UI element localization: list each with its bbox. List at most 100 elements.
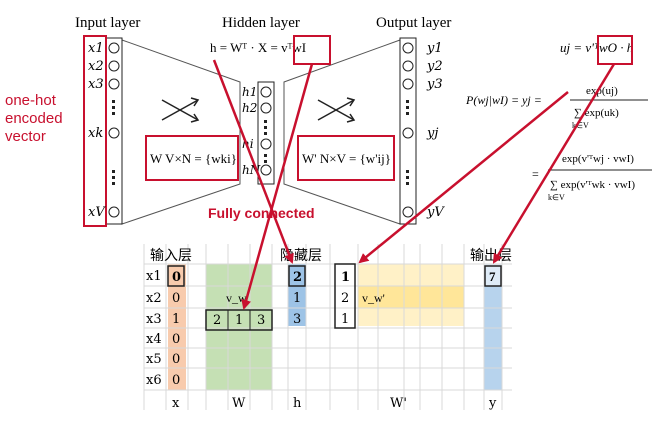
- row-label: x3: [146, 312, 162, 327]
- side-label-line2: encoded: [5, 110, 63, 127]
- ellipsis-dot: [264, 126, 267, 129]
- row-label: x1: [146, 269, 162, 284]
- wprime-col-box: [334, 263, 356, 329]
- ellipsis-dot: [112, 100, 115, 103]
- row-label: x5: [146, 352, 162, 367]
- hidden-label: h2: [242, 101, 257, 115]
- output-node-labels: y1 y2 y3 yj yV: [426, 41, 445, 220]
- p-sub1: k∈V: [572, 121, 589, 130]
- wprime-value: 2: [341, 291, 349, 306]
- input-layer-header: Input layer: [75, 15, 140, 31]
- wprime-values: 1 2 1: [341, 270, 350, 327]
- y-first-cell-border: [484, 265, 502, 287]
- input-node-labels: x1 x2 x3 xk xV: [88, 41, 106, 220]
- h-values: 2 1 3: [293, 270, 302, 327]
- input-label: x1: [88, 41, 104, 56]
- x-value: 0: [172, 373, 180, 388]
- wprime-value: 1: [341, 270, 350, 285]
- y-top-cell: [484, 264, 502, 286]
- output-label: yj: [426, 126, 438, 141]
- p-num1: exp(uj): [586, 85, 618, 97]
- hidden-node: [260, 86, 272, 98]
- hidden-node: [260, 164, 272, 176]
- one-hot-highlight: [83, 35, 107, 227]
- hidden-label: h1: [242, 85, 257, 99]
- p-sub2: k∈V: [548, 193, 565, 202]
- column-labels: x W h W' y: [172, 396, 497, 411]
- p-eq2: =: [532, 167, 539, 181]
- input-node: [108, 127, 120, 139]
- side-label-line1: one-hot: [5, 92, 57, 109]
- h-value: 2: [293, 270, 302, 285]
- ellipsis-dot: [112, 106, 115, 109]
- output-label: y3: [426, 77, 443, 92]
- h-equation: h = Wᵀ · X = vᵀwI: [210, 40, 306, 55]
- output-layer-header: Output layer: [376, 15, 451, 31]
- wprime-highlight-row: [358, 286, 464, 308]
- ellipsis-dot: [264, 132, 267, 135]
- input-label: x3: [88, 77, 104, 92]
- output-node: [402, 127, 414, 139]
- output-label: yV: [426, 205, 445, 220]
- p-num2: exp(v'ᵀwj · vwI): [562, 153, 634, 165]
- y-value: 7: [489, 269, 496, 284]
- hidden-output-trapezoid: [283, 39, 401, 225]
- h-column-fill: [288, 264, 306, 326]
- input-label: xV: [88, 205, 106, 220]
- ellipsis-dot: [406, 176, 409, 179]
- w-row-box: [205, 309, 273, 331]
- annotation-arrows: [212, 59, 616, 310]
- output-nodes: [402, 42, 414, 218]
- uj-equation: uj = v'ᵀwO · h: [560, 40, 633, 55]
- hidden-label: hi: [242, 137, 254, 151]
- arrow-uj-to-y: [492, 63, 616, 264]
- ellipsis-dot: [406, 100, 409, 103]
- input-node: [108, 60, 120, 72]
- ellipsis-dot: [406, 112, 409, 115]
- side-label-line3: vector: [5, 128, 46, 145]
- p-den2: ∑ exp(v'ᵀwk · vwI): [550, 179, 635, 191]
- input-nodes: [108, 42, 120, 218]
- row-label: x4: [146, 332, 162, 347]
- wprime-matrix-label: W' N×V = {w'ij}: [302, 151, 391, 166]
- fully-connected-label: Fully connected: [208, 205, 315, 221]
- ellipsis-dot: [406, 170, 409, 173]
- input-node: [108, 78, 120, 90]
- output-node: [402, 42, 414, 54]
- ellipsis-dot: [406, 106, 409, 109]
- hidden-node-labels: h1 h2 hi hN: [242, 85, 261, 177]
- w-row-label: v_w: [226, 291, 247, 305]
- arrow-h-eq-to-h: [212, 59, 294, 264]
- x-value: 1: [172, 312, 180, 327]
- hidden-nodes: [260, 86, 272, 176]
- ellipsis-dot: [112, 112, 115, 115]
- input-label: x2: [88, 59, 104, 74]
- row-labels: x1 x2 x3 x4 x5 x6: [146, 269, 162, 388]
- output-label: y2: [426, 59, 443, 74]
- column-label: W: [232, 396, 246, 411]
- h-value: 3: [293, 312, 301, 327]
- x-value: 0: [172, 291, 180, 306]
- x-values: 0 0 1 0 0 0: [172, 270, 181, 388]
- y-column-fill: [484, 264, 502, 390]
- arrow-p-to-wprime: [358, 91, 569, 264]
- ellipsis-dot: [406, 182, 409, 185]
- x-value: 0: [172, 352, 180, 367]
- table-header-output: 输出层: [470, 247, 512, 263]
- hidden-layer-header: Hidden layer: [222, 15, 300, 31]
- p-lhs: P(wj|wI) = yj =: [465, 93, 542, 107]
- uj-eq-highlight: [597, 35, 633, 65]
- output-node: [402, 206, 414, 218]
- x-column-fill: [168, 264, 186, 390]
- hidden-node: [260, 102, 272, 114]
- w-row-value: 2: [213, 313, 221, 328]
- h-first-cell-border: [288, 265, 306, 287]
- w-row-values: 2 1 3: [213, 313, 265, 328]
- table-header-input: 输入层: [150, 247, 192, 263]
- input-label: xk: [88, 126, 103, 141]
- wprime-value: 1: [341, 312, 349, 327]
- row-label: x2: [146, 291, 162, 306]
- column-label: x: [172, 396, 180, 411]
- input-node: [108, 206, 120, 218]
